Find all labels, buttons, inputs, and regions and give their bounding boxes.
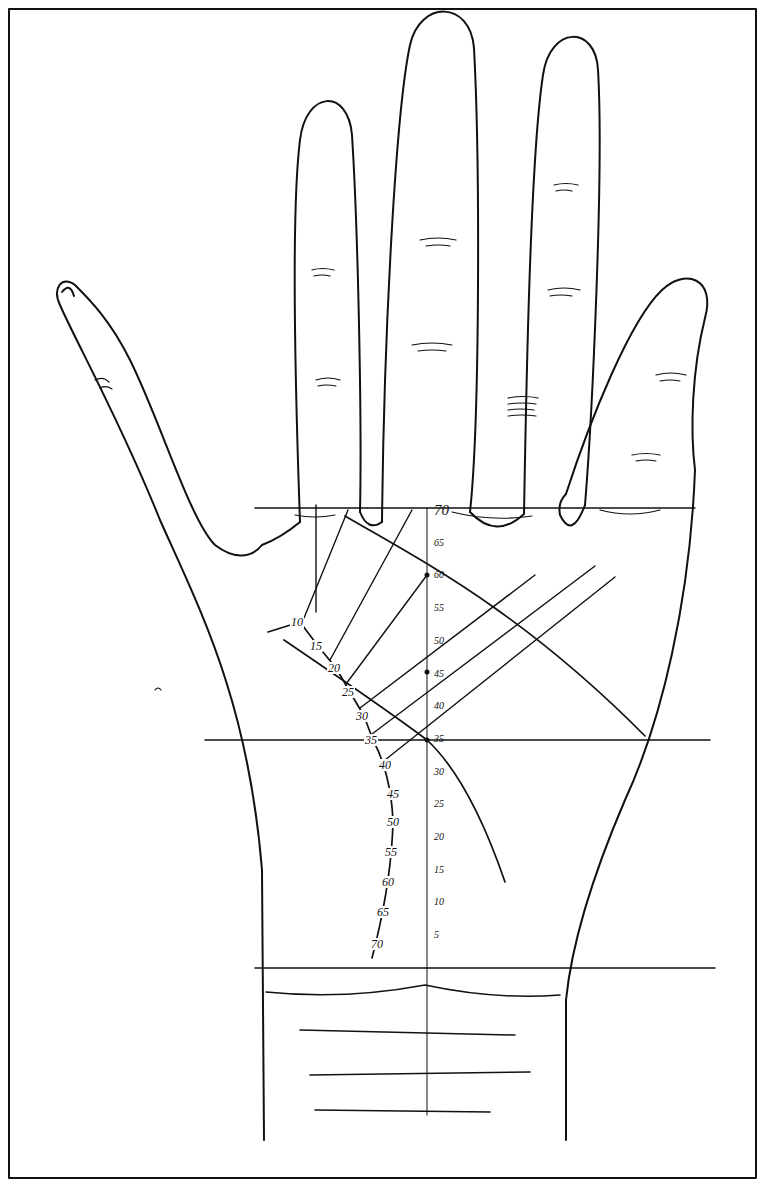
scale-number: 65: [434, 538, 444, 548]
age-number: 70: [370, 938, 384, 950]
wrist-creases: [266, 985, 560, 1112]
age-number: 45: [386, 788, 400, 800]
scale-line: [427, 508, 428, 1115]
scale-number: 40: [434, 701, 444, 711]
age-number: 20: [327, 662, 341, 674]
palm-edge: [262, 522, 300, 545]
middle-finger: [382, 12, 478, 522]
age-number: 40: [378, 759, 392, 771]
scale-number: 10: [434, 897, 444, 907]
index-finger: [295, 101, 361, 522]
scale-number: 25: [434, 799, 444, 809]
scale-number: 55: [434, 603, 444, 613]
ring-finger: [524, 37, 600, 514]
hand-outline: [57, 12, 707, 1140]
finger-base-line: [255, 507, 695, 509]
head-line: [284, 640, 505, 882]
little-finger: [566, 279, 707, 494]
scale-number: 35: [434, 734, 444, 744]
palm-lines: [268, 516, 645, 958]
scale-number: 5: [434, 930, 439, 940]
age-number: 30: [355, 710, 369, 722]
scale-number: 50: [434, 636, 444, 646]
scale-number: 60: [434, 570, 444, 580]
scale-number: 15: [434, 865, 444, 875]
age-number: 35: [364, 734, 378, 746]
age-number: 55: [384, 846, 398, 858]
frame: [9, 9, 756, 1178]
age-number: 65: [376, 906, 390, 918]
scale-number: 30: [434, 767, 444, 777]
scale-number: 70: [434, 503, 449, 518]
middle-line: [205, 739, 710, 741]
finger-web: [360, 512, 382, 525]
age-number: 60: [381, 876, 395, 888]
palm-edge: [566, 470, 695, 1140]
scale-ticks: [425, 573, 430, 743]
age-number: 15: [309, 640, 323, 652]
finger-web: [559, 494, 585, 525]
age-number: 10: [290, 616, 304, 628]
thumb: [57, 282, 264, 1140]
finger-creases: [95, 184, 686, 691]
life-line: [268, 622, 393, 958]
scale-number: 45: [434, 669, 444, 679]
construction-lines: [205, 508, 715, 1115]
wrist-line: [255, 967, 715, 969]
finger-web: [470, 512, 524, 527]
age-projection-lines: [304, 505, 615, 760]
thumb-nail: [62, 288, 74, 296]
age-number: 50: [386, 816, 400, 828]
age-number: 25: [341, 686, 355, 698]
scale-number: 20: [434, 832, 444, 842]
